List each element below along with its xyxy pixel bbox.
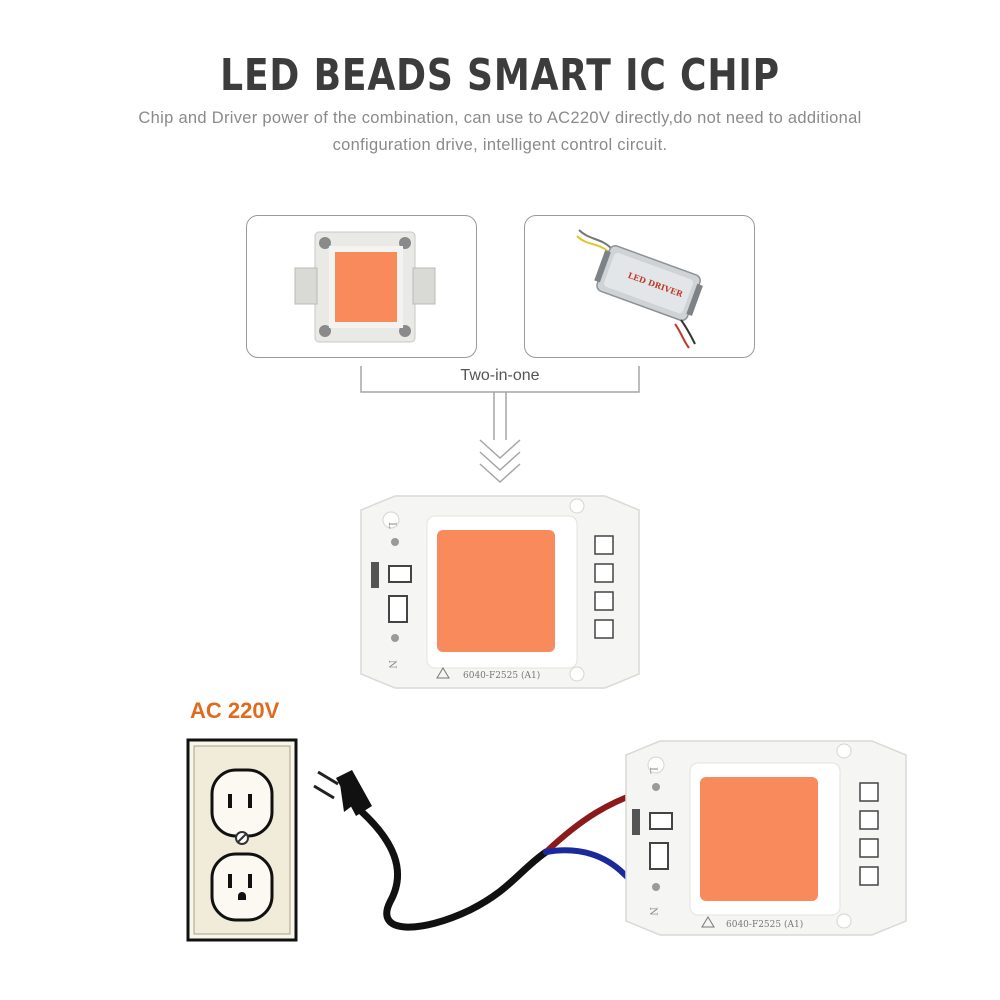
pin-label-l-2: L xyxy=(647,767,658,774)
chip-marking: 6040-F2525 (A1) xyxy=(463,670,540,681)
led-chip-card xyxy=(246,215,477,358)
led-driver-illustration: LED DRIVER xyxy=(576,229,703,349)
pin-label-n: N xyxy=(386,660,397,669)
plug-icon xyxy=(313,770,372,816)
subtitle-line-2: configuration drive, intelligent control… xyxy=(332,136,668,154)
integrated-cob-chip: L N 6040-F2525 (A1) xyxy=(360,495,640,689)
pin-label-n-2: N xyxy=(647,907,658,916)
chip-marking-2: 6040-F2525 (A1) xyxy=(726,919,803,930)
connected-cob-chip: L N 6040-F2525 (A1) xyxy=(625,740,907,936)
led-driver-card: LED DRIVER xyxy=(524,215,755,358)
page-title: LED BEADS SMART IC CHIP xyxy=(220,50,780,101)
pin-label-l: L xyxy=(386,522,397,529)
led-chip-illustration xyxy=(294,231,436,343)
two-in-one-label: Two-in-one xyxy=(430,367,570,385)
wall-outlet xyxy=(186,738,298,942)
power-label: AC 220V xyxy=(190,698,280,723)
subtitle-line-1: Chip and Driver power of the combination… xyxy=(138,109,862,127)
